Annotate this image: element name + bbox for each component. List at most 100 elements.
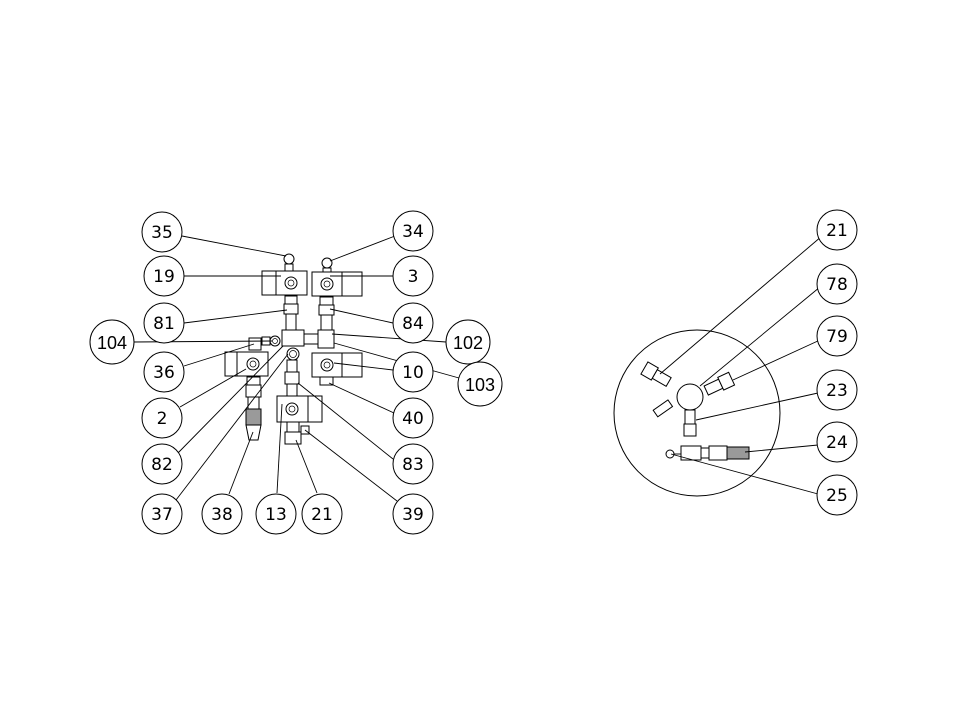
pipe-23-detail (684, 409, 696, 425)
nipple-84b (318, 304, 335, 316)
stem-35 (284, 263, 294, 272)
fitting-21 (284, 431, 302, 445)
callout-circle-37 (141, 493, 183, 535)
pipe-84 (320, 314, 333, 332)
leader-13 (276, 403, 283, 494)
coupler-24-detail (726, 446, 750, 460)
callout-label-21: 21 (311, 505, 333, 525)
port-37 (286, 347, 300, 361)
valve-port-13 (285, 402, 299, 416)
callout-circle-78 (816, 263, 858, 305)
callout-circle-21 (301, 493, 343, 535)
leader-102 (331, 333, 447, 343)
filter-38-cap (245, 424, 262, 441)
leader-82 (175, 345, 284, 456)
nipple-82b (245, 384, 262, 398)
callout-circle-21 (816, 209, 858, 251)
leader-84 (329, 308, 394, 324)
callout-circle-104 (89, 319, 135, 365)
callout-label-102: 102 (453, 333, 483, 353)
nipple-83 (284, 371, 300, 385)
leader-81 (183, 309, 288, 324)
callout-circle-82 (141, 443, 183, 485)
detail-boundary-circle (613, 329, 781, 497)
plug-25-detail (665, 449, 675, 459)
callout-label-21: 21 (826, 221, 848, 241)
fitting-78-detail (652, 399, 674, 418)
leader-21a (295, 439, 318, 494)
nipple-40 (319, 376, 334, 386)
leader-r25 (670, 453, 819, 495)
callout-circle-103 (457, 361, 503, 407)
fitting-79-detail-b (717, 371, 736, 391)
callout-label-79: 79 (826, 327, 848, 347)
valve-port-inner-10 (323, 361, 331, 369)
leader-r21 (659, 235, 823, 375)
callout-label-35: 35 (151, 223, 173, 243)
leader-39 (304, 429, 398, 502)
callout-label-37: 37 (151, 505, 173, 525)
callout-label-34: 34 (402, 222, 424, 242)
callout-label-19: 19 (153, 267, 175, 287)
tee-102 (317, 329, 335, 349)
callout-label-83: 83 (402, 455, 424, 475)
valve-port-inner-3 (323, 280, 331, 288)
leader-38 (228, 431, 254, 495)
callout-label-25: 25 (826, 486, 848, 506)
callout-circle-13 (255, 493, 297, 535)
leader-10 (333, 362, 394, 371)
valve-port-19 (284, 276, 298, 290)
nipple-24-detail (700, 447, 710, 459)
callout-circle-84 (392, 302, 434, 344)
callout-circle-35 (141, 211, 183, 253)
leader-r24 (744, 444, 819, 453)
leader-r23 (695, 392, 819, 421)
valve-port-inner-19 (287, 279, 295, 287)
nipple-84a (319, 296, 334, 306)
valve-port-10 (320, 358, 334, 372)
callout-circle-102 (445, 319, 491, 365)
callout-label-84: 84 (402, 314, 424, 334)
pipe-center-lower (286, 359, 298, 373)
callout-label-82: 82 (151, 455, 173, 475)
pipe-83 (286, 383, 298, 397)
callout-label-13: 13 (265, 505, 287, 525)
callout-circle-19 (143, 255, 185, 297)
callout-circle-39 (392, 493, 434, 535)
callout-circle-23 (816, 369, 858, 411)
fitting-24-detail (708, 445, 728, 461)
callout-circle-10 (392, 351, 434, 393)
callout-label-36: 36 (153, 363, 175, 383)
callout-label-23: 23 (826, 381, 848, 401)
port-37-inner (289, 350, 297, 358)
leader-r78 (699, 286, 821, 387)
elbow-36 (248, 337, 262, 351)
leader-2 (179, 368, 247, 408)
leader-83 (297, 382, 394, 460)
callout-circle-25 (816, 474, 858, 516)
fitting-34 (321, 257, 333, 269)
gauge-104-inner (272, 338, 278, 344)
callout-circle-3 (392, 255, 434, 297)
manifold-center (281, 329, 305, 347)
pipe-81 (285, 313, 297, 331)
filter-38 (245, 408, 262, 426)
valve-port-inner-2 (249, 360, 257, 368)
nipple-23-detail (683, 423, 697, 437)
hub-23 (676, 383, 704, 411)
callout-circle-38 (201, 493, 243, 535)
callout-label-103: 103 (465, 375, 495, 395)
fitting-21-detail-b (651, 368, 672, 388)
callout-circle-79 (816, 315, 858, 357)
nipple-21 (286, 421, 300, 433)
callout-label-24: 24 (826, 433, 848, 453)
callout-circle-36 (143, 351, 185, 393)
right-detail-view (613, 329, 781, 497)
callout-label-81: 81 (153, 314, 175, 334)
nipple-81a (284, 295, 298, 305)
callout-label-10: 10 (402, 363, 424, 383)
callout-label-104: 104 (97, 333, 127, 353)
callout-circle-34 (392, 210, 434, 252)
leader-34 (329, 235, 396, 262)
